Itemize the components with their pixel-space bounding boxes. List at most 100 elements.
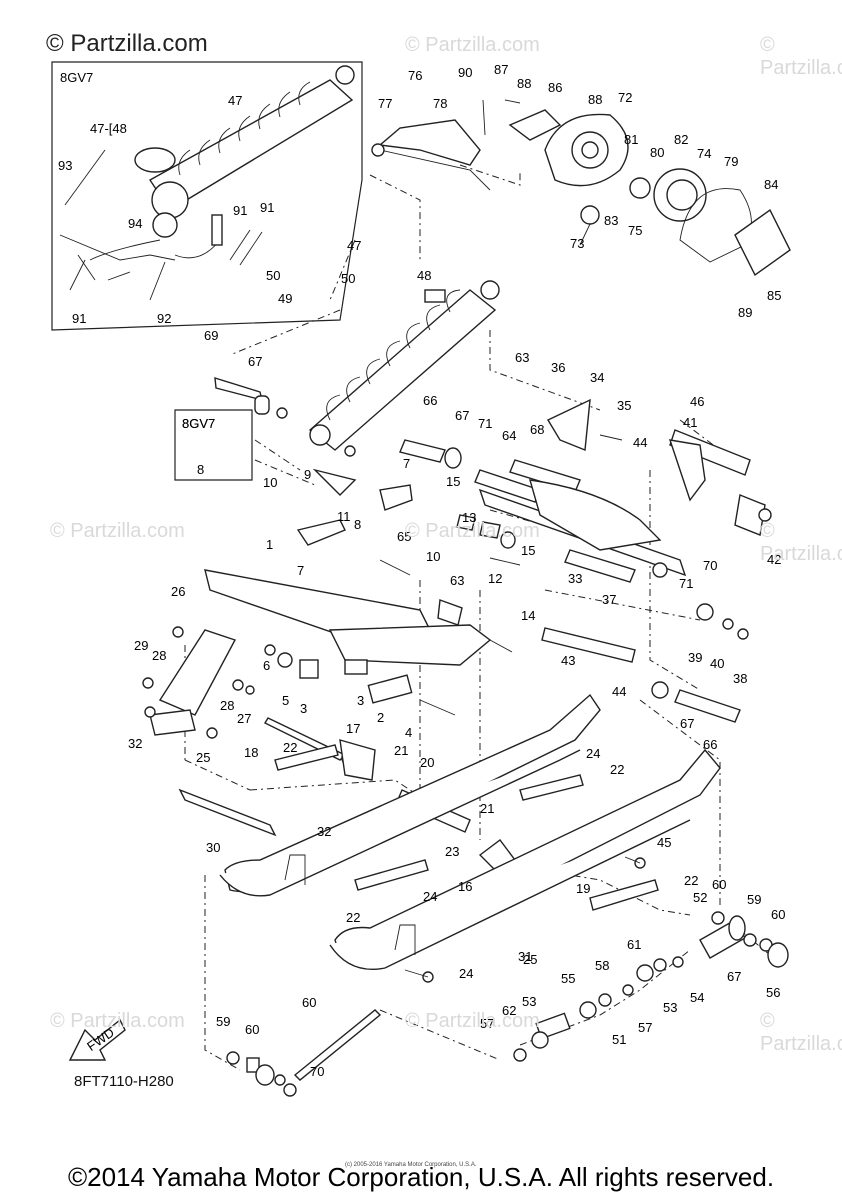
callout-label: 24 <box>586 746 600 761</box>
callout-label: 51 <box>612 1032 626 1047</box>
callout-label: 27 <box>237 711 251 726</box>
callout-label: 88 <box>588 92 602 107</box>
callout-label: 3 <box>357 693 364 708</box>
watermark-faint: © Partzilla.com <box>405 34 540 56</box>
callout-label: 91 <box>260 200 274 215</box>
footer-copyright: ©2014 Yamaha Motor Corporation, U.S.A. A… <box>67 1162 775 1192</box>
slide-rails <box>219 693 721 970</box>
callout-label: 50 <box>341 271 355 286</box>
callout-label: 21 <box>480 801 494 816</box>
callout-label: 59 <box>747 892 761 907</box>
callout-label: 80 <box>650 145 664 160</box>
rear-arm-parts <box>399 398 772 583</box>
callout-label: 35 <box>617 398 631 413</box>
inset-label-8gv7-top: 8GV7 <box>60 70 93 85</box>
left-bracket <box>142 626 255 739</box>
callout-label: 67 <box>248 354 262 369</box>
callout-label: 74 <box>697 146 711 161</box>
inset-box-bolt <box>174 409 253 481</box>
callout-label: 90 <box>458 65 472 80</box>
callout-label: 45 <box>657 835 671 850</box>
callout-label: 5 <box>282 693 289 708</box>
callout-label: 47-[48 <box>90 121 127 136</box>
callout-label: 1 <box>266 537 273 552</box>
inset-label-8gv7-mid: 8GV7 <box>182 416 215 431</box>
callout-label: 48 <box>417 268 431 283</box>
center-link-parts <box>204 468 521 716</box>
callout-label: 36 <box>551 360 565 375</box>
callout-label: 44 <box>633 435 647 450</box>
callout-label: 67 <box>455 408 469 423</box>
lower-right-hardware <box>226 603 789 1097</box>
callout-label: 17 <box>346 721 360 736</box>
callout-label: 88 <box>517 76 531 91</box>
callout-label: 10 <box>426 549 440 564</box>
callout-label: 46 <box>690 394 704 409</box>
callout-label: 22 <box>610 762 624 777</box>
callout-label: 52 <box>693 890 707 905</box>
callout-label: 9 <box>304 467 311 482</box>
callout-label: 72 <box>618 90 632 105</box>
callout-label: 37 <box>602 592 616 607</box>
watermark-faint: © Partzilla.com <box>405 1010 540 1032</box>
callout-label: 57 <box>480 1016 494 1031</box>
watermark-faint: © Partzilla.com <box>50 1010 185 1032</box>
callout-label: 43 <box>561 653 575 668</box>
callout-label: 83 <box>604 213 618 228</box>
callout-label: 84 <box>764 177 778 192</box>
callout-label: 53 <box>522 994 536 1009</box>
callout-label: 50 <box>266 268 280 283</box>
callout-label: 86 <box>548 80 562 95</box>
callout-label: 10 <box>263 475 277 490</box>
watermark-faint: © Partzilla.com <box>760 34 842 79</box>
callout-label: 61 <box>627 937 641 952</box>
callout-label: 12 <box>488 571 502 586</box>
callout-label: 38 <box>733 671 747 686</box>
small-copyright: (c) 2005-2016 Yamaha Motor Corporation, … <box>345 1162 477 1168</box>
callout-label: 94 <box>128 216 142 231</box>
callout-label: 69 <box>204 328 218 343</box>
callout-label: 25 <box>196 750 210 765</box>
callout-label: 64 <box>502 428 516 443</box>
callout-label: 21 <box>394 743 408 758</box>
watermark-faint: © Partzilla.com <box>405 520 540 542</box>
callout-label: 63 <box>515 350 529 365</box>
watermark-faint: © Partzilla.com <box>50 520 185 542</box>
callout-label: 2 <box>377 710 384 725</box>
callout-label: 92 <box>157 311 171 326</box>
callout-label: 70 <box>310 1064 324 1079</box>
callout-label: 55 <box>561 971 575 986</box>
callout-label: 91 <box>72 311 86 326</box>
callout-label: 41 <box>683 415 697 430</box>
callout-label: 6 <box>263 658 270 673</box>
callout-label: 22 <box>346 910 360 925</box>
diagram-code: 8FT7110-H280 <box>74 1073 174 1090</box>
callout-label: 60 <box>302 995 316 1010</box>
callout-label: 34 <box>590 370 604 385</box>
callout-label: 7 <box>297 563 304 578</box>
callout-label: 53 <box>663 1000 677 1015</box>
callout-label: 77 <box>378 96 392 111</box>
callout-label: 81 <box>624 132 638 147</box>
callout-label: 62 <box>502 1003 516 1018</box>
callout-label: 15 <box>446 474 460 489</box>
callout-label: 54 <box>690 990 704 1005</box>
watermark-faint: © Partzilla.com <box>760 520 842 565</box>
callout-label: 8 <box>354 517 361 532</box>
watermark-main: © Partzilla.com <box>46 30 208 57</box>
callout-label: 33 <box>568 571 582 586</box>
callout-label: 78 <box>433 96 447 111</box>
callout-label: 8GV7 <box>182 416 215 431</box>
callout-label: 87 <box>494 62 508 77</box>
callout-label: 42 <box>767 552 781 567</box>
callout-label: 30 <box>206 840 220 855</box>
callout-label: 67 <box>727 969 741 984</box>
callout-label: 23 <box>445 844 459 859</box>
upper-right-parts <box>371 99 791 277</box>
callout-label: 18 <box>244 745 258 760</box>
callout-label: 73 <box>570 236 584 251</box>
inset-box-shock <box>51 61 363 331</box>
callout-label: 28 <box>152 648 166 663</box>
